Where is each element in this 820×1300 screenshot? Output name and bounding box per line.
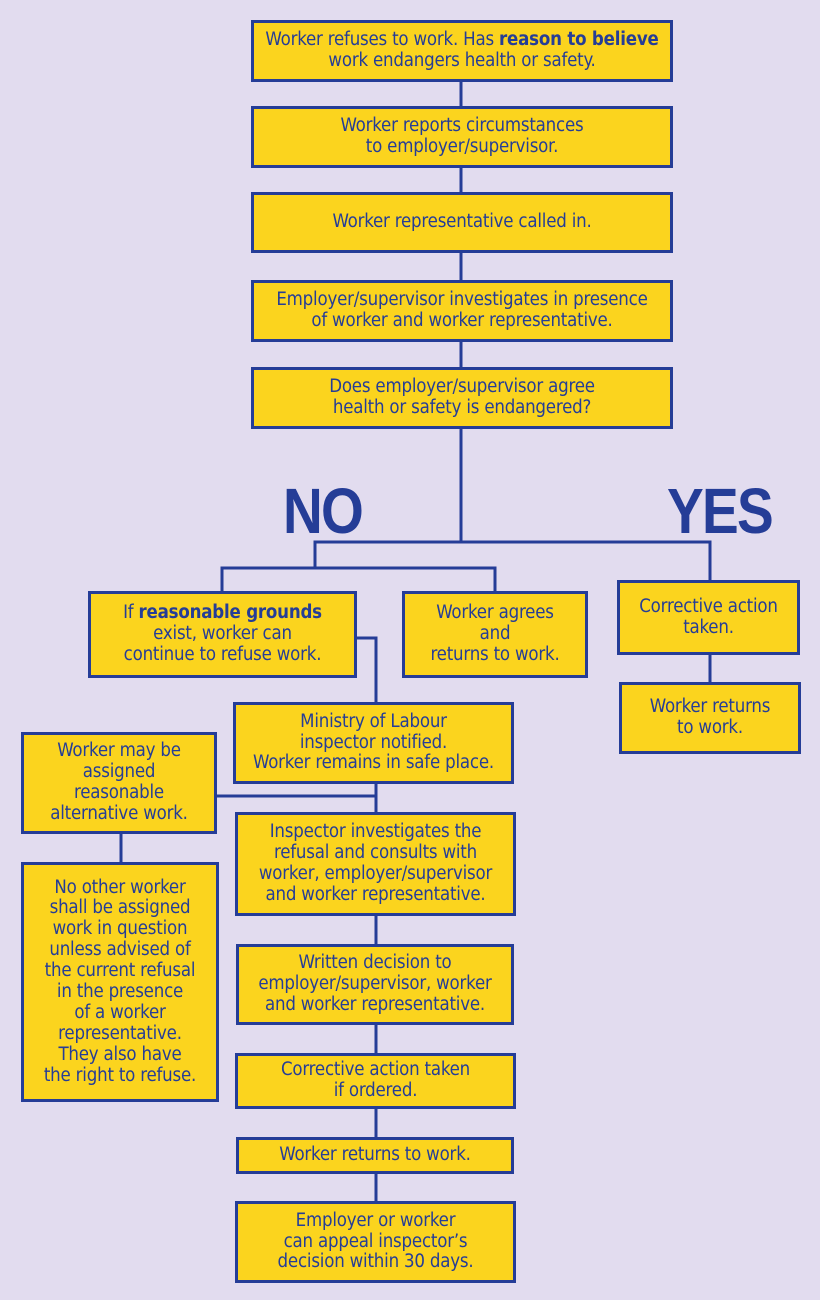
no-other-worker-line-2: shall be assigned [49,897,191,919]
reasonable-grounds-box: If reasonable grounds exist, worker can … [88,591,357,678]
corrective-if-ordered-box: Corrective action taken if ordered. [235,1053,516,1109]
step-report-box: Worker reports circumstances to employer… [251,106,673,168]
step-refuse-text-c: work endangers health or safety. [328,50,596,71]
corrective-if-ordered-line-1: Corrective action taken [280,1059,471,1081]
ministry-line-2: inspector notified. [299,731,448,753]
no-other-worker-line-9: They also have [58,1043,182,1065]
worker-returns-box: Worker returns to work. [236,1137,514,1174]
worker-agrees-line-2: and [479,623,511,645]
inspector-investigates-box: Inspector investigates the refusal and c… [235,812,516,916]
inspector-line-4: and worker representative. [265,883,486,905]
alternative-work-line-2: assigned [82,761,156,783]
written-decision-line-3: and worker representative. [264,993,485,1015]
yes-returns-line-2: to work. [677,717,743,738]
ministry-line-3: Worker remains in safe place. [253,752,494,774]
yes-returns-box: Worker returns to work. [619,682,801,754]
no-other-worker-line-4: unless advised of [49,939,191,961]
alternative-work-line-3: reasonable [74,782,164,803]
step-rep-called-box: Worker representative called in. [251,192,673,253]
worker-agrees-line-3: returns to work. [430,643,560,665]
inspector-line-1: Inspector investigates the [269,821,482,843]
decision-line-2: health or safety is endangered? [332,397,592,418]
appeal-line-1: Employer or worker [295,1209,456,1231]
corrective-if-ordered-line-2: if ordered. [333,1080,418,1101]
step-investigate-line-1: Employer/supervisor investigates in pres… [276,289,648,311]
yes-corrective-box: Corrective action taken. [617,580,800,655]
no-branch-label: NO [283,475,364,547]
yes-corrective-line-2: taken. [683,616,734,638]
no-other-worker-box: No other worker shall be assigned work i… [21,862,219,1102]
no-other-worker-line-3: work in question [52,918,188,940]
alternative-work-line-4: alternative work. [50,802,188,824]
inspector-line-3: worker, employer/supervisor [258,863,493,884]
step-report-line-2: to employer/supervisor. [365,136,559,157]
no-other-worker-line-5: the current refusal [44,960,196,982]
appeal-line-2: can appeal inspector’s [283,1230,468,1252]
yes-corrective-line-1: Corrective action [639,595,778,617]
ministry-line-1: Ministry of Labour [300,710,447,732]
written-decision-line-2: employer/supervisor, worker [258,973,492,995]
yes-returns-line-1: Worker returns [649,696,771,718]
written-decision-line-1: Written decision to [298,952,452,974]
inspector-line-2: refusal and consults with [274,842,477,864]
no-other-worker-line-8: representative. [58,1022,182,1044]
no-other-worker-line-7: of a worker [74,1001,166,1023]
reasonable-grounds-text-bold: reasonable grounds [138,602,323,624]
reasonable-grounds-line-3: continue to refuse work. [123,643,322,665]
worker-agrees-box: Worker agrees and returns to work. [402,591,588,678]
step-investigate-line-2: of worker and worker representative. [311,310,613,331]
step-refuse-text-bold: reason to believe [499,29,659,51]
yes-branch-label: YES [667,475,774,547]
reasonable-grounds-line-2: exist, worker can [153,623,292,645]
appeal-line-3: decision within 30 days. [277,1251,474,1273]
step-refuse-text-a: Worker refuses to work. Has [265,29,500,51]
appeal-box: Employer or worker can appeal inspector’… [235,1201,516,1283]
no-other-worker-line-6: in the presence [56,981,184,1002]
reasonable-grounds-text-a: If [123,602,139,624]
worker-agrees-line-1: Worker agrees [436,602,554,624]
ministry-notified-box: Ministry of Labour inspector notified. W… [233,702,514,784]
step-rep-called-text: Worker representative called in. [332,211,592,233]
step-investigate-box: Employer/supervisor investigates in pres… [251,280,673,342]
worker-returns-text: Worker returns to work. [279,1144,471,1166]
no-other-worker-line-1: No other worker [54,876,186,898]
no-other-worker-line-10: the right to refuse. [43,1064,197,1086]
written-decision-box: Written decision to employer/supervisor,… [236,944,514,1025]
decision-line-1: Does employer/supervisor agree [329,376,595,398]
step-report-line-1: Worker reports circumstances [340,115,584,137]
alternative-work-line-1: Worker may be [57,740,181,762]
step-refuse-box: Worker refuses to work. Has reason to be… [251,20,673,82]
alternative-work-box: Worker may be assigned reasonable altern… [21,732,217,834]
decision-box: Does employer/supervisor agree health or… [251,367,673,429]
